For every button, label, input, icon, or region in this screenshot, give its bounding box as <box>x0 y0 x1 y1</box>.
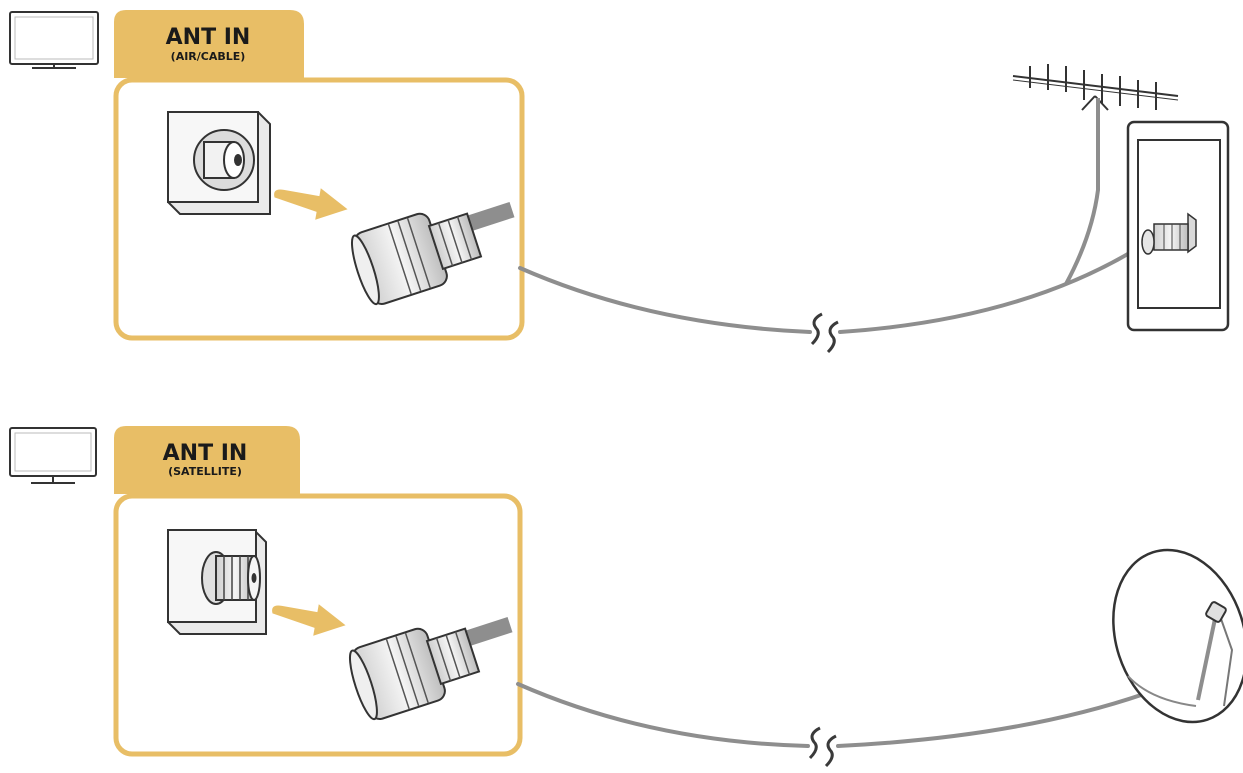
coaxial-cable <box>516 682 810 748</box>
port-tab <box>114 426 300 494</box>
tv-icon <box>9 427 97 484</box>
insert-arrow-icon <box>274 188 348 220</box>
port-tab <box>114 10 304 78</box>
tv-icon <box>9 11 99 69</box>
coaxial-plug-icon <box>348 616 513 721</box>
panel-air-cable: ANT IN (AIR/CABLE) <box>9 10 1230 354</box>
antenna-cable <box>1064 98 1100 285</box>
panel-satellite: ANT IN (SATELLITE) <box>9 426 1243 768</box>
port-title: ANT IN <box>163 441 248 466</box>
f-connector-jack-icon <box>167 529 267 635</box>
coaxial-cable <box>838 246 1140 334</box>
antenna-icon <box>1012 64 1179 285</box>
cable-break-icon <box>810 312 839 354</box>
satellite-dish-icon <box>1112 548 1243 724</box>
wall-outlet-icon <box>1126 120 1230 332</box>
port-subtitle: (SATELLITE) <box>168 465 242 478</box>
coaxial-jack-icon <box>167 111 271 215</box>
coaxial-plug-icon <box>350 201 515 306</box>
port-subtitle: (AIR/CABLE) <box>171 50 246 63</box>
insert-arrow-icon <box>272 604 346 636</box>
port-title: ANT IN <box>166 25 251 50</box>
coaxial-cable <box>518 266 812 334</box>
cable-break-icon <box>808 726 837 768</box>
